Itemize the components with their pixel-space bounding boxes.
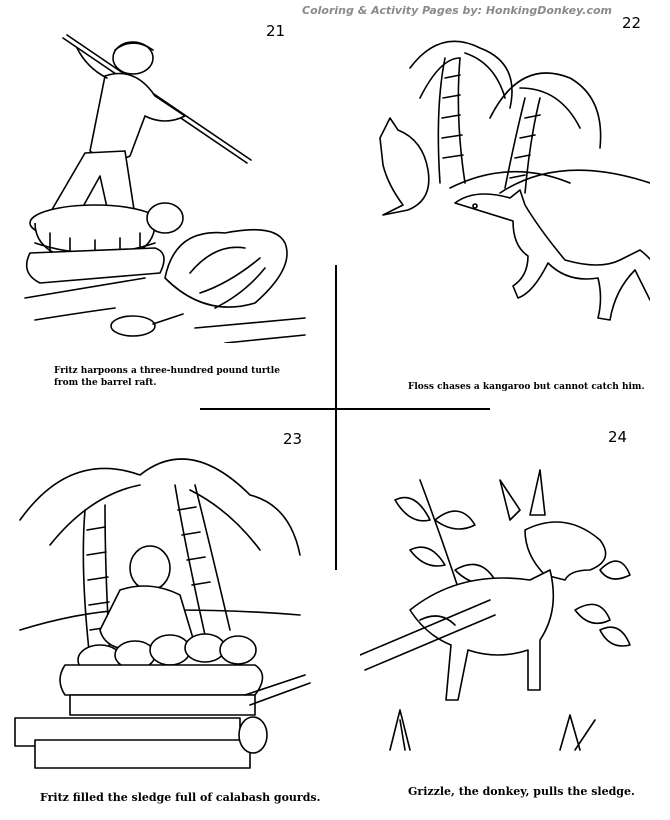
panel-23-number: 23 (283, 430, 303, 448)
panel-22-illustration (350, 28, 650, 373)
panel-22-number: 22 (622, 14, 642, 32)
sledge-icon (60, 665, 263, 695)
caption-line: Grizzle, the donkey, pulls the sledge. (408, 785, 635, 798)
cut-line-vertical (335, 265, 337, 570)
panel-23-caption: Fritz filled the sledge full of calabash… (40, 792, 320, 804)
turtle-shell (165, 230, 287, 307)
donkey-head (525, 522, 606, 580)
caption-line: Fritz harpoons a three-hundred pound tur… (54, 366, 280, 376)
panel-24-caption: Grizzle, the donkey, pulls the sledge. (408, 786, 635, 798)
panel-24-illustration (360, 460, 660, 770)
fritz-head (113, 42, 153, 74)
panel-23-illustration (10, 450, 320, 780)
palm-tree-icon (438, 58, 465, 183)
site-credit: Coloring & Activity Pages by: HonkingDon… (302, 4, 612, 17)
caption-line: Floss chases a kangaroo but cannot catch… (408, 382, 645, 392)
kangaroo-icon (380, 118, 429, 215)
panel-22-caption: Floss chases a kangaroo but cannot catch… (408, 381, 645, 393)
panel-21-number: 21 (266, 22, 286, 40)
caption-line: from the barrel raft. (54, 378, 157, 388)
cut-line-horizontal (200, 408, 490, 410)
panel-21-illustration (15, 28, 315, 343)
dog-floss-icon (455, 190, 650, 320)
caption-line: Fritz filled the sledge full of calabash… (40, 791, 321, 804)
turtle-head (111, 316, 155, 336)
donkey-ear (500, 480, 520, 520)
panel-24-number: 24 (608, 428, 628, 446)
panel-21-caption: Fritz harpoons a three-hundred pound tur… (54, 365, 280, 389)
palm-tree-icon (20, 459, 300, 555)
donkey-body (410, 570, 553, 700)
fritz-head (130, 546, 170, 590)
